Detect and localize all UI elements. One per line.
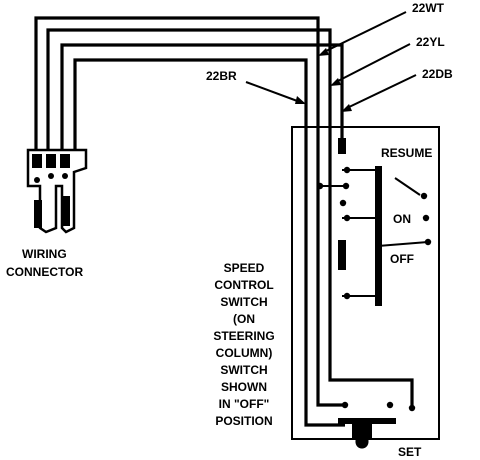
caption-line: SWITCH [220,295,267,309]
internal-wire-3 [328,130,414,408]
switch-caption: SPEED CONTROL SWITCH (ON STEERING COLUMN… [213,261,274,428]
label-22wt: 22WT [412,1,445,15]
caption-line: POSITION [215,414,272,428]
wire-22yl [46,28,332,150]
label-off: OFF [390,252,414,266]
set-button [352,424,372,449]
caption-line: SPEED [224,261,265,275]
wire-22br [73,58,308,150]
label-on: ON [393,212,411,226]
switch-housing [291,126,440,440]
caption-line: STEERING [213,329,274,343]
caption-line: SHOWN [221,380,267,394]
connector-label-line2: CONNECTOR [6,265,83,279]
label-22br: 22BR [206,69,237,83]
internal-wire-2 [316,130,345,407]
common-bus-bar [375,166,382,306]
caption-line: (ON [233,312,255,326]
middle-contact [338,240,346,270]
label-22db: 22DB [422,67,453,81]
caption-line: COLUMN) [216,346,273,360]
set-contact-bar [338,418,396,424]
label-resume: RESUME [381,146,432,160]
top-contact [338,138,346,154]
wire-22db [60,43,344,150]
label-set: SET [398,445,422,459]
connector-label-line1: WIRING [22,247,67,261]
caption-line: SWITCH [220,363,267,377]
internal-wire-left [304,130,345,427]
wire-22wt [34,16,320,150]
label-22yl: 22YL [416,35,445,49]
caption-line: IN "OFF" [219,397,270,411]
caption-line: CONTROL [214,278,273,292]
wiring-connector [26,148,88,234]
